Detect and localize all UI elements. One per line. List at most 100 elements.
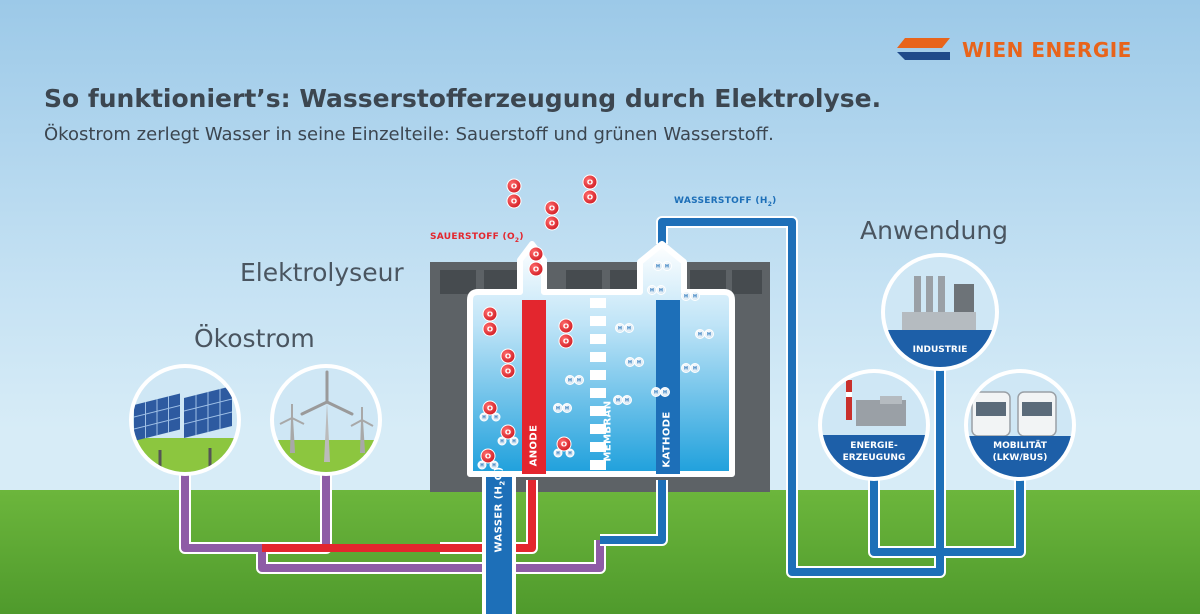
oxygen-atom-letter: O [587, 193, 593, 202]
electrolysis-tank [467, 241, 735, 477]
oxygen-atom-letter: O [505, 352, 511, 361]
water-hydrogen-atom [479, 412, 489, 422]
oxygen-atom [582, 174, 598, 190]
hydrogen-atom-letter: H [693, 294, 697, 300]
hydrogen-atom-letter: H [656, 264, 660, 270]
hydrogen-atom [622, 395, 632, 405]
oxygen-atom [582, 189, 598, 205]
oxygen-atom-letter: O [487, 310, 493, 319]
hydrogen-atom-letter: H [650, 288, 654, 294]
hydrogen-atom [562, 403, 572, 413]
water-hydrogen-atom [565, 448, 575, 458]
hydrogen-atom-letter: H [637, 360, 641, 366]
water-hydrogen-atom-letter: H [492, 463, 496, 468]
mobility-label: MOBILITÄT(LKW/BUS) [992, 441, 1048, 463]
hydrogen-atom-letter: H [565, 406, 569, 412]
oxygen-atom [528, 246, 544, 262]
oxygen-atom [544, 200, 560, 216]
hydrogen-atom-letter: H [684, 294, 688, 300]
water-hydrogen-atom [489, 460, 499, 470]
oxygen-atom [500, 348, 516, 364]
section-oekostrom: Ökostrom [194, 324, 315, 353]
water-hydrogen-atom-letter: H [500, 439, 504, 444]
oxygen-atom-letter: O [533, 250, 539, 259]
anode-label: ANODE [528, 424, 540, 467]
hydrogen-atom-letter: H [627, 326, 631, 332]
water-hydrogen-atom [553, 448, 563, 458]
hydrogen-atom [690, 291, 700, 301]
hydrogen-atom-letter: H [577, 378, 581, 384]
oxygen-atom [558, 333, 574, 349]
water-inlet-pipe [482, 470, 516, 614]
oxygen-atom-letter: O [505, 367, 511, 376]
water-hydrogen-atom [509, 436, 519, 446]
wien-energie-logo-icon [897, 38, 950, 60]
section-anwendung: Anwendung [860, 216, 1009, 245]
hydrogen-atom [690, 363, 700, 373]
power-plant-icon [818, 369, 930, 481]
hydrogen-atom [704, 329, 714, 339]
oxygen-atom [506, 193, 522, 209]
oxygen-atom-letter: O [487, 325, 493, 334]
hydrogen-atom-letter: H [698, 332, 702, 338]
hydrogen-atom-letter: H [654, 390, 658, 396]
cathode-electrode [656, 300, 680, 474]
hydrogen-pipe [656, 216, 1026, 578]
water-oxygen-atom [480, 448, 496, 464]
water-hydrogen-atom [497, 436, 507, 446]
oxygen-atom-letter: O [549, 204, 555, 213]
section-elektrolyseur: Elektrolyseur [240, 258, 404, 287]
energy-label: ENERGIE-ERZEUGUNG [842, 441, 906, 463]
hydrogen-atom [656, 285, 666, 295]
water-oxygen-atom-letter: O [561, 440, 567, 449]
oxygen-atom-letter: O [549, 219, 555, 228]
brand-name: WIEN ENERGIE [962, 38, 1132, 62]
solar-panel-icon [129, 364, 241, 476]
page-title: So funktioniert’s: Wasserstofferzeugung … [44, 84, 882, 113]
hydrogen-atom [624, 323, 634, 333]
hydrogen-atom-letter: H [693, 366, 697, 372]
water-hydrogen-atom-letter: H [480, 463, 484, 468]
oxygen-atom-letter: O [563, 322, 569, 331]
anode-electrode [522, 300, 546, 474]
cathode-label: KATHODE [661, 411, 673, 468]
hydrogen-atom-letter: H [628, 360, 632, 366]
oxygen-atom-letter: O [511, 197, 517, 206]
hydrogen-atom-letter: H [618, 326, 622, 332]
hydrogen-atom-letter: H [663, 390, 667, 396]
bus-truck-icon [964, 369, 1076, 481]
water-hydrogen-atom-letter: H [494, 415, 498, 420]
water-hydrogen-atom-letter: H [512, 439, 516, 444]
membrane [590, 298, 606, 470]
hydrogen-atom [634, 357, 644, 367]
water-hydrogen-atom-letter: H [482, 415, 486, 420]
oxygen-atom [506, 178, 522, 194]
oxygen-atom [558, 318, 574, 334]
hydrogen-atom [660, 387, 670, 397]
oxygen-label: SAUERSTOFF (O2) [430, 232, 524, 244]
oxygen-atom-letter: O [511, 182, 517, 191]
hydrogen-atom-letter: H [665, 264, 669, 270]
oxygen-atom-letter: O [563, 337, 569, 346]
oxygen-atom-letter: O [533, 265, 539, 274]
hydrogen-atom-letter: H [707, 332, 711, 338]
hydrogen-atom-letter: H [625, 398, 629, 404]
water-hydrogen-atom-letter: H [556, 451, 560, 456]
hydrogen-atom-letter: H [568, 378, 572, 384]
water-oxygen-atom [556, 436, 572, 452]
oxygen-atom [544, 215, 560, 231]
water-hydrogen-atom [477, 460, 487, 470]
oxygen-atom [482, 306, 498, 322]
water-label: WASSER (H2O) [493, 466, 507, 553]
oxygen-atom-letter: O [587, 178, 593, 187]
oxygen-atom [482, 321, 498, 337]
water-oxygen-atom [500, 424, 516, 440]
membrane-label: MEMBRAN [602, 400, 614, 462]
water-hydrogen-atom [491, 412, 501, 422]
water-hydrogen-atom-letter: H [568, 451, 572, 456]
hydrogen-atom [662, 261, 672, 271]
